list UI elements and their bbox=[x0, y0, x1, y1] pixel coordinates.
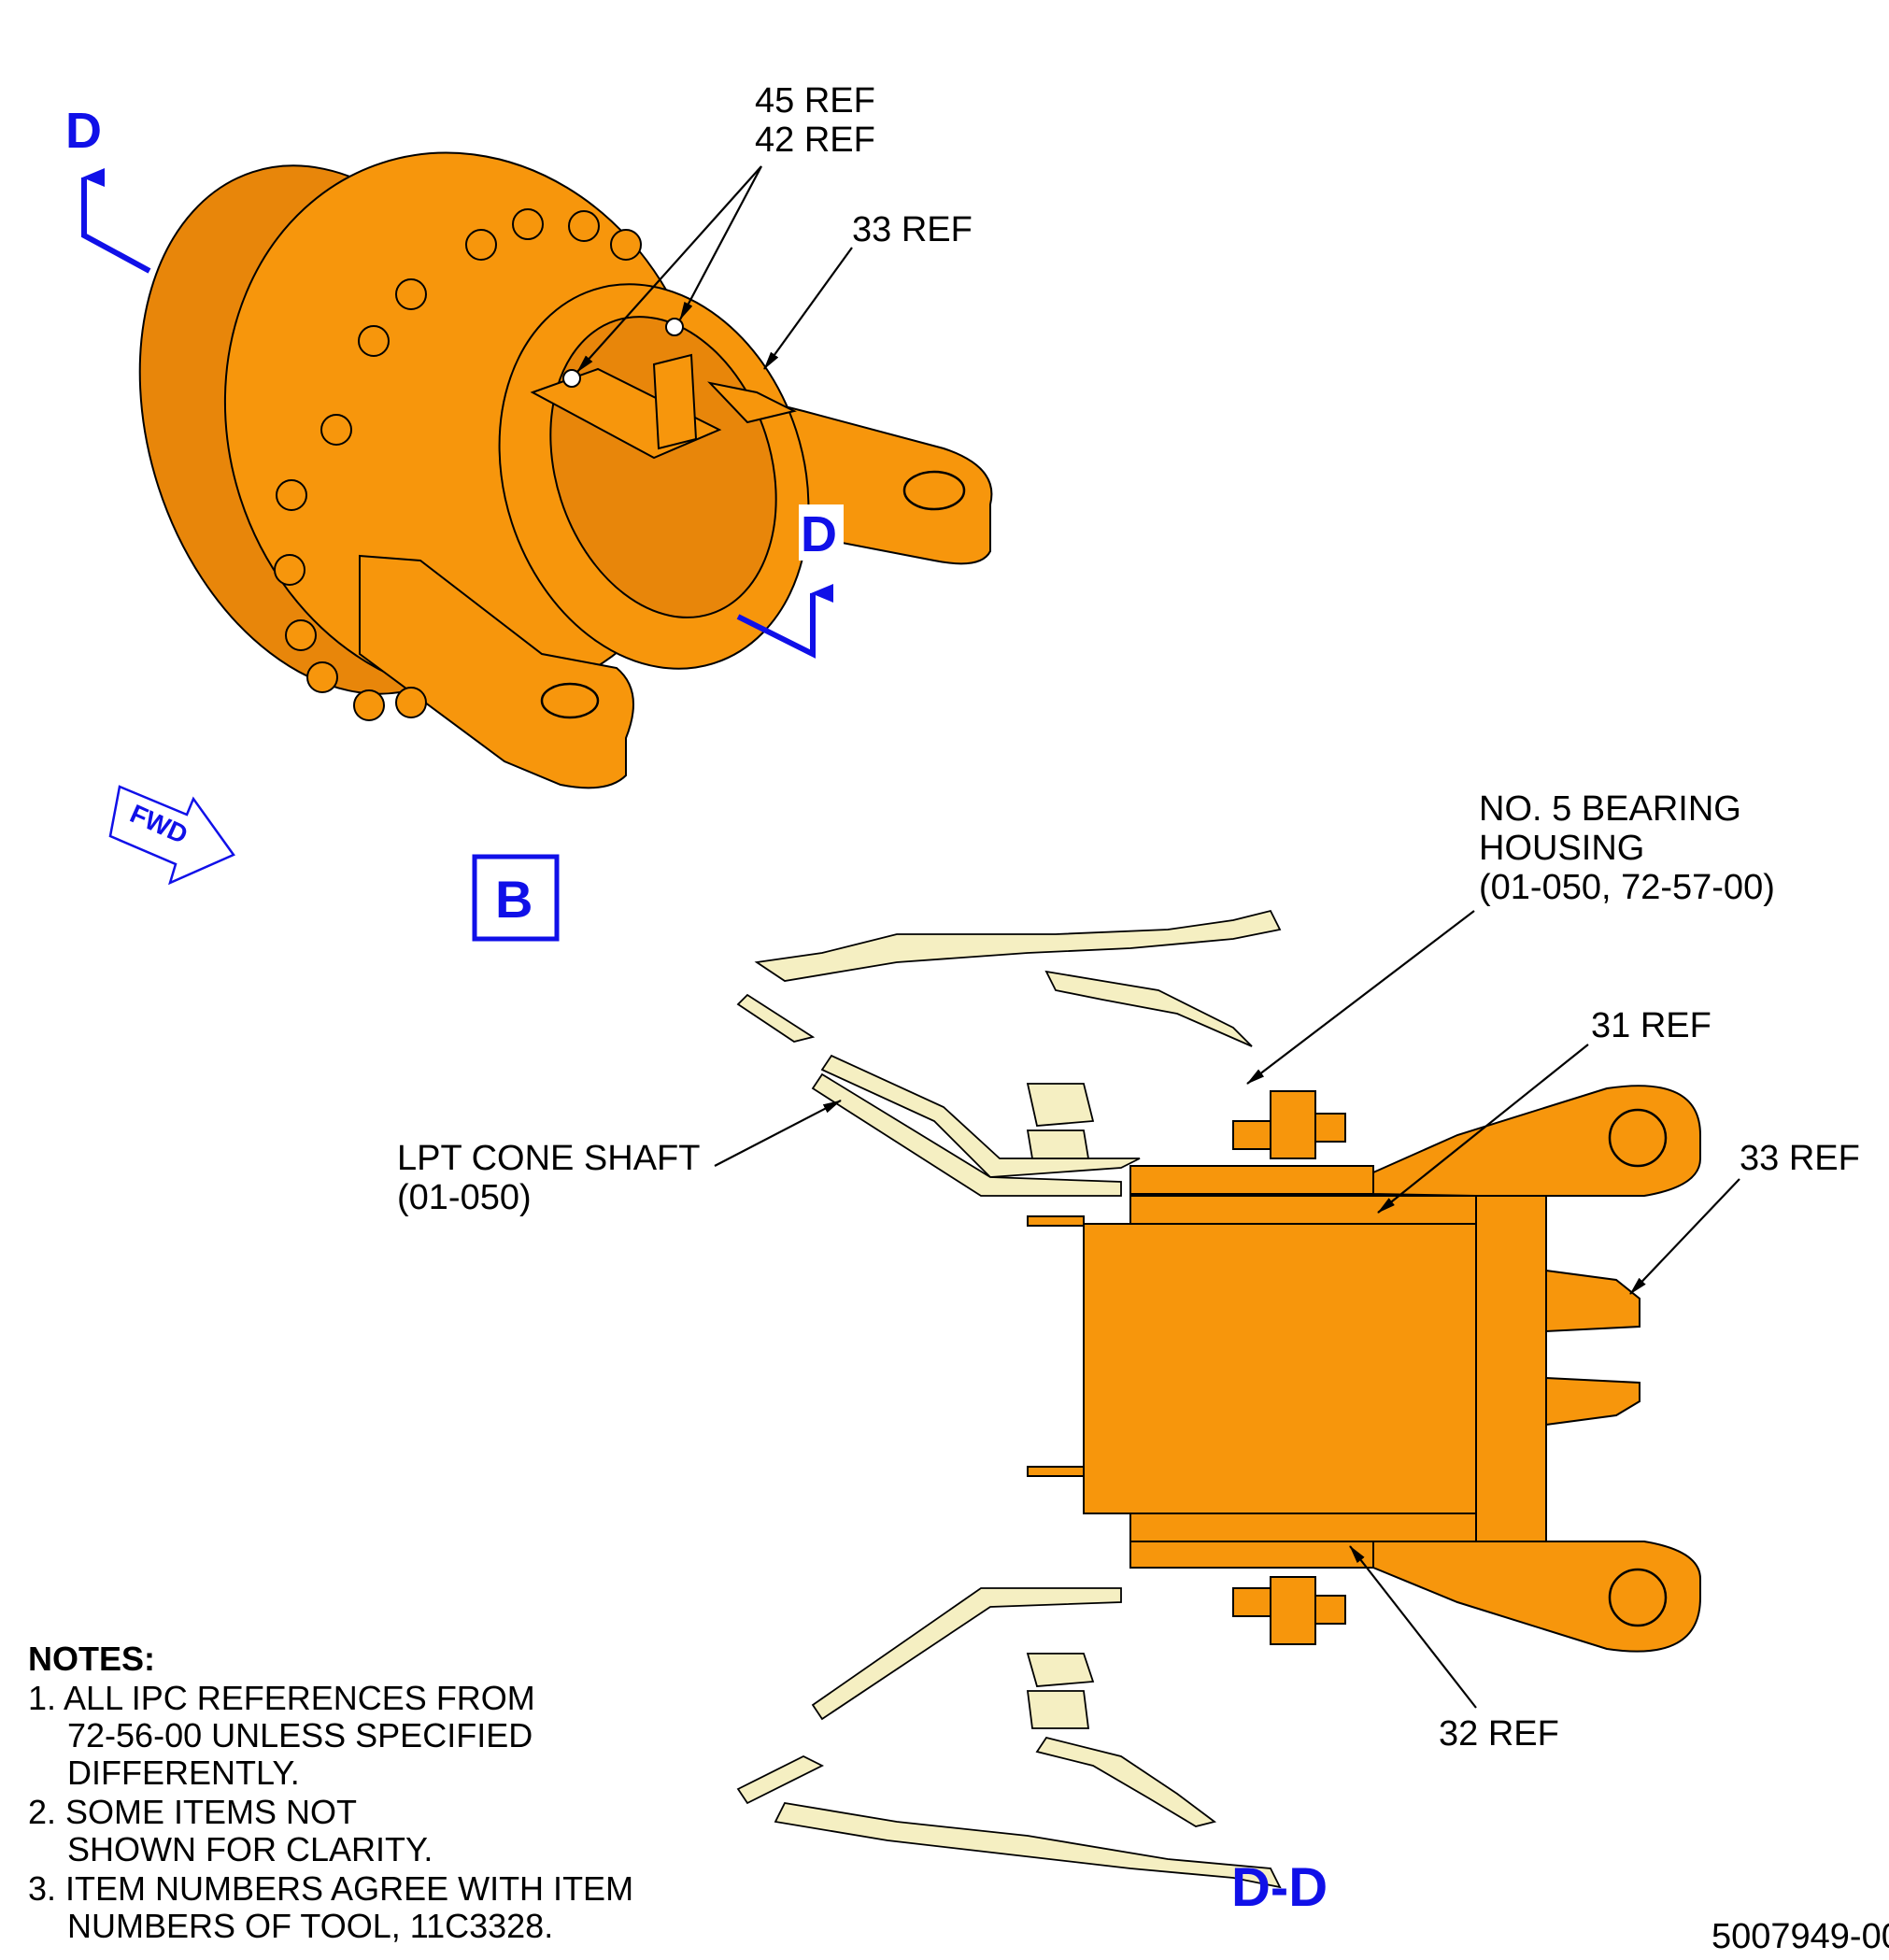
callout-33-ref-dd: 33 REF bbox=[1740, 1139, 1860, 1178]
bearing-housing-line2: HOUSING bbox=[1479, 829, 1644, 868]
section-line-left: D bbox=[65, 103, 151, 274]
bracket-tab bbox=[652, 353, 698, 450]
bearing-housing-line1: NO. 5 BEARING bbox=[1479, 789, 1741, 829]
leader-cone-shaft bbox=[714, 1100, 842, 1167]
note-2-line1: 2. SOME ITEMS NOT bbox=[28, 1793, 357, 1831]
flange-bolts bbox=[274, 208, 642, 721]
lower-bearing-race bbox=[1026, 1653, 1095, 1687]
lower-lug bbox=[1372, 1541, 1701, 1653]
lower-bolt-head bbox=[1270, 1576, 1316, 1645]
upper-casing bbox=[754, 909, 1282, 982]
view-label: B bbox=[495, 870, 533, 929]
lower-prong bbox=[1545, 1376, 1640, 1427]
note-3-line2: NUMBERS OF TOOL, 11C3328. bbox=[67, 1907, 553, 1945]
upper-disk bbox=[820, 1054, 1141, 1178]
callout-32-ref: 32 REF bbox=[1439, 1714, 1559, 1754]
upper-bolt-shank bbox=[1232, 1120, 1271, 1150]
upper-sleeve-2 bbox=[1129, 1195, 1477, 1225]
lower-sleeve bbox=[1129, 1513, 1477, 1542]
lower-lug-hole bbox=[540, 682, 600, 719]
cone-shaft-line1: LPT CONE SHAFT bbox=[397, 1139, 700, 1178]
section-line-right: D bbox=[736, 504, 844, 659]
leader-bearing-housing bbox=[1246, 910, 1475, 1085]
callout-31-ref: 31 REF bbox=[1591, 1006, 1711, 1045]
lpt-cone-shaft-upper bbox=[811, 1072, 1122, 1197]
leader-45 bbox=[576, 165, 762, 373]
upper-bolt-nut bbox=[1314, 1113, 1346, 1143]
callout-45-ref: 45 REF bbox=[755, 81, 875, 121]
lower-web bbox=[1035, 1736, 1217, 1827]
upper-web bbox=[1044, 970, 1253, 1047]
upper-lug-hole-dd bbox=[1608, 1108, 1668, 1168]
bearing-housing-line3: (01-050, 72-57-00) bbox=[1479, 868, 1775, 907]
note-1-line3: DIFFERENTLY. bbox=[67, 1754, 300, 1792]
note-1-line2: 72-56-00 UNLESS SPECIFIED bbox=[67, 1716, 533, 1754]
lower-lug-arm bbox=[359, 554, 634, 789]
section-label: D-D bbox=[1231, 1857, 1328, 1918]
upper-lug bbox=[1372, 1085, 1701, 1197]
note-1-line1: 1. ALL IPC REFERENCES FROM bbox=[28, 1679, 535, 1717]
housing-body bbox=[1083, 1223, 1477, 1514]
upper-pin bbox=[1027, 1215, 1085, 1227]
leader-33-top bbox=[763, 247, 853, 370]
lower-pin bbox=[1027, 1466, 1085, 1477]
fwd-arrow: FWD bbox=[108, 785, 235, 886]
lower-bearing-block bbox=[1026, 1690, 1090, 1729]
leader-33-dd bbox=[1629, 1178, 1740, 1295]
lower-bolt-nut bbox=[1314, 1595, 1346, 1625]
note-3-line1: 3. ITEM NUMBERS AGREE WITH ITEM bbox=[28, 1869, 633, 1908]
notes-heading: NOTES: bbox=[28, 1640, 155, 1678]
upper-sleeve bbox=[1129, 1165, 1374, 1195]
lower-sleeve-2 bbox=[1129, 1541, 1374, 1569]
leader-32 bbox=[1349, 1545, 1477, 1709]
cone-shaft-line2: (01-050) bbox=[397, 1178, 532, 1217]
upper-bearing-block bbox=[1026, 1083, 1095, 1127]
right-tab bbox=[707, 381, 797, 424]
note-2-line2: SHOWN FOR CLARITY. bbox=[67, 1830, 433, 1868]
upper-bearing-race bbox=[1026, 1129, 1090, 1159]
leader-31 bbox=[1377, 1044, 1589, 1214]
callout-33-ref-top: 33 REF bbox=[852, 210, 973, 249]
lpt-cone-shaft-lower bbox=[811, 1587, 1122, 1721]
figure-number: 5007949-00 bbox=[1711, 1917, 1889, 1956]
lower-seal bbox=[736, 1754, 825, 1805]
screw-42 bbox=[665, 318, 684, 336]
upper-lug-hole bbox=[902, 470, 966, 511]
upper-prong bbox=[1545, 1269, 1640, 1333]
screw-45 bbox=[562, 369, 581, 388]
section-dd-drawing bbox=[736, 909, 1701, 1889]
section-letter-right: D bbox=[801, 506, 837, 562]
view-label-box bbox=[472, 854, 560, 942]
view-b-drawing bbox=[138, 151, 993, 789]
upper-seal bbox=[736, 993, 816, 1043]
upper-bolt-head bbox=[1270, 1090, 1316, 1159]
lower-bolt-shank bbox=[1232, 1587, 1271, 1617]
lower-casing bbox=[774, 1802, 1282, 1889]
leader-42 bbox=[679, 165, 762, 320]
housing-rear-ring bbox=[1475, 1195, 1547, 1544]
lower-lug-hole-dd bbox=[1608, 1568, 1668, 1627]
callout-42-ref: 42 REF bbox=[755, 121, 875, 160]
section-letter-top: D bbox=[65, 103, 102, 159]
